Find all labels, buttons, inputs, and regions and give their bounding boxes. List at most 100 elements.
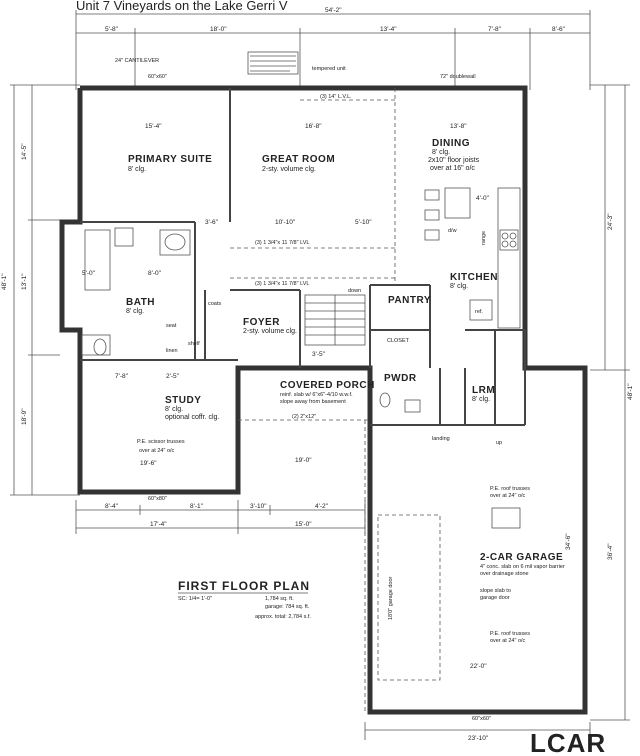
study-window-label: 60"x80" <box>148 496 167 502</box>
dim-left-1: 14'-5" <box>21 143 28 160</box>
dining-note-1: 2x10" floor joists <box>428 157 480 164</box>
room-dim-3: 13'-8" <box>450 123 467 130</box>
kitchen-label: KITCHEN <box>450 272 498 283</box>
room-dim-10: 5'-0" <box>82 270 96 277</box>
coats-label: coats <box>208 301 221 307</box>
exterior-walls <box>59 85 588 715</box>
bath-fixtures <box>81 227 421 413</box>
bottom-dimension-line: 23'-10" <box>364 722 591 742</box>
note-box <box>247 51 299 75</box>
dim-top-5: 8'-6" <box>552 26 566 33</box>
room-dim-8: 2'-5" <box>166 373 180 380</box>
beam-note-2: (3) 14" L.V.L. <box>320 94 352 100</box>
study-note: optional coffr. clg. <box>165 414 219 421</box>
room-dim-1: 15'-4" <box>145 123 162 130</box>
room-dining: DINING 8' clg. 2x10" floor joists over a… <box>428 138 480 172</box>
plan-area-garage: garage: 784 sq. ft. <box>265 604 310 610</box>
dim-lower-3: 3'-10" <box>250 503 267 510</box>
porch-note-1: reinf. slab w/ 6"x6"-4/10 w.w.f. <box>280 392 353 398</box>
left-dimension-lines: 48'-1" 14'-5" 13'-1" 18'-9" <box>1 84 80 496</box>
garage-door-label: 18'0" garage door <box>388 576 394 620</box>
plan-scale: SC: 1/4= 1'-0" <box>178 596 212 602</box>
range-label: range <box>481 231 487 245</box>
room-great-room: GREAT ROOM 2-sty. volume clg. <box>262 154 335 173</box>
staircase: down <box>304 288 366 346</box>
dishwasher-label: d/w <box>448 228 457 234</box>
covered-porch-label: COVERED PORCH <box>280 380 375 391</box>
garage-note-2: over drainage stone <box>480 571 529 577</box>
room-kitchen: KITCHEN 8' clg. <box>450 272 498 290</box>
tempered-note: tempered unit <box>312 66 346 72</box>
primary-suite-ceiling: 8' clg. <box>128 166 146 173</box>
pantry-label: PANTRY <box>388 295 431 306</box>
room-primary-suite: PRIMARY SUITE 8' clg. <box>128 154 212 173</box>
window-note-1: 60"x60" <box>148 74 167 80</box>
plan-title: FIRST FLOOR PLAN <box>178 579 310 593</box>
study-ceiling: 8' clg. <box>165 406 183 413</box>
watermark-logo: LCAR <box>530 728 606 756</box>
study-truss-note-2: over at 24" o/c <box>139 448 175 454</box>
dining-label: DINING <box>432 138 470 149</box>
kitchen-fixtures: ref. range d/w <box>424 187 521 329</box>
room-dim-9: 3'-6" <box>205 219 219 226</box>
dim-right-1: 24'-3" <box>607 213 614 230</box>
room-covered-porch: COVERED PORCH reinf. slab w/ 6"x6"-4/10 … <box>280 380 375 420</box>
drawing-title: Unit 7 Vineyards on the Lake Gerri V <box>76 0 288 13</box>
study-truss-note: P.E. scissor trusses <box>137 439 185 445</box>
room-dim-12: 3'-5" <box>312 351 326 358</box>
fridge-label: ref. <box>475 309 483 315</box>
garage-truss-2b: over at 24" o/c <box>490 638 526 644</box>
shelf-label: shelf <box>188 341 200 347</box>
dining-note-2: over at 16" o/c <box>430 165 475 172</box>
interior-walls <box>80 88 526 426</box>
dim-right-3: 36'-4" <box>607 543 614 560</box>
room-bath: BATH 8' clg. <box>126 297 155 315</box>
room-dim-13: 4'-0" <box>476 195 490 202</box>
beam-note-1b: (3) 1 3/4"x 11 7/8" LVL <box>255 281 309 287</box>
dim-left-2: 13'-1" <box>21 273 28 290</box>
pwdr-label: PWDR <box>384 373 417 384</box>
dining-ceiling: 8' clg. <box>432 149 450 156</box>
beam-note-1: (3) 1 3/4"x 11 7/8" LVL <box>255 240 309 246</box>
dim-top-total: 54'-2" <box>325 7 342 14</box>
doublewall-note: 72" doublewall <box>440 74 476 80</box>
garage-note-4: garage door <box>480 595 510 601</box>
lrm-label: LRM <box>472 385 495 396</box>
primary-suite-label: PRIMARY SUITE <box>128 154 212 165</box>
room-garage: 2-CAR GARAGE 4" conc. slab on 6 mil vapo… <box>377 486 572 722</box>
great-room-ceiling: 2-sty. volume clg. <box>262 166 316 173</box>
room-dim-4: 10'-10" <box>275 219 296 226</box>
garage-truss-2: P.E. roof trusses <box>490 631 530 637</box>
room-dim-11: 8'-0" <box>148 270 162 277</box>
linen-label: linen <box>166 348 178 354</box>
plan-area-total: approx. total: 2,784 s.f. <box>255 614 311 620</box>
right-dimension-lines: 24'-3" 48'-1" 36'-4" <box>590 84 634 721</box>
lower-dimension-lines: 8'-4" 8'-1" 3'-10" 4'-2" 17'-4" 15'-0" 1… <box>75 457 366 534</box>
plan-area-first: 1,784 sq. ft. <box>265 596 294 602</box>
garage-note-1: 4" conc. slab on 6 mil vapor barrier <box>480 564 565 570</box>
garage-note-3: slope slab to <box>480 588 511 594</box>
dim-left-3: 18'-9" <box>21 408 28 425</box>
room-dim-7: 7'-8" <box>115 373 129 380</box>
dim-top-4: 7'-8" <box>488 26 502 33</box>
dim-lower-1: 8'-4" <box>105 503 119 510</box>
kitchen-ceiling: 8' clg. <box>450 283 468 290</box>
closet-label: CLOSET <box>387 338 410 344</box>
dim-left-total: 48'-1" <box>1 273 8 290</box>
garage-truss-1b: over at 24" o/c <box>490 493 526 499</box>
garage-window-label: 60"x60" <box>472 716 491 722</box>
room-dim-2: 16'-8" <box>305 123 322 130</box>
dim-lower-2: 8'-1" <box>190 503 204 510</box>
porch-note-2: slope away from basement <box>280 399 346 405</box>
bath-ceiling: 8' clg. <box>126 308 144 315</box>
garage-truss-1: P.E. roof trusses <box>490 486 530 492</box>
foyer-label: FOYER <box>243 317 280 328</box>
bath-label: BATH <box>126 297 155 308</box>
dim-top-1: 5'-8" <box>105 26 119 33</box>
garage-label: 2-CAR GARAGE <box>480 552 563 563</box>
dim-lower-4: 4'-2" <box>315 503 329 510</box>
dim-lower-6: 15'-0" <box>295 521 312 528</box>
dim-lower-7: 19'-0" <box>295 457 312 464</box>
plan-title-block: FIRST FLOOR PLAN SC: 1/4= 1'-0" 1,784 sq… <box>178 579 311 620</box>
